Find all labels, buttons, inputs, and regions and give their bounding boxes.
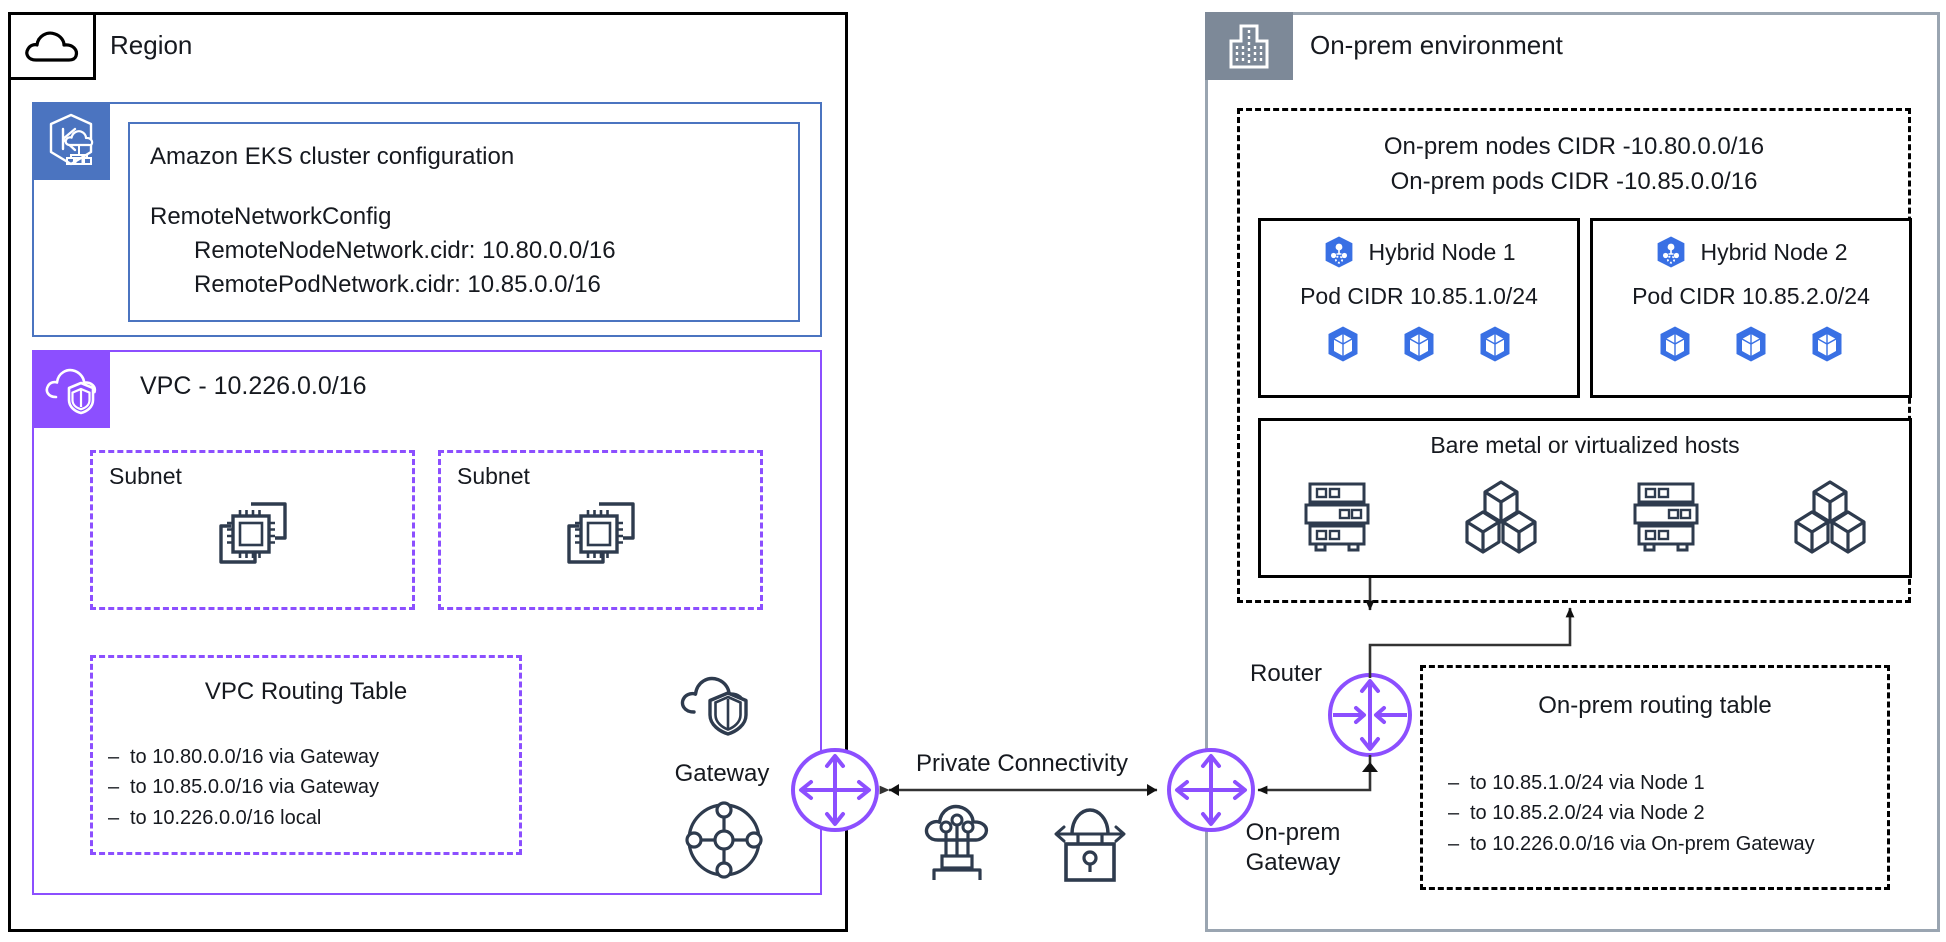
vpc-shield-icon	[32, 350, 110, 428]
hybrid-node-2-pods	[1593, 325, 1909, 363]
onprem-cidr-line-0: On-prem nodes CIDR -10.80.0.0/16	[1383, 133, 1765, 160]
onprem-route-row: –to 10.226.0.0/16 via On-prem Gateway	[1448, 832, 1815, 855]
eks-config-line-1: RemotePodNetwork.cidr: 10.85.0.0/16	[194, 271, 601, 299]
cloud-region-icon	[8, 12, 96, 80]
vpn-lock-icon-glyph	[1054, 808, 1126, 882]
ec2-instances-icon	[555, 492, 647, 574]
hybrid-node-2-name: Hybrid Node 2	[1700, 238, 1848, 265]
kubernetes-pod-icon	[1733, 325, 1769, 363]
vpc-routing-table-title: VPC Routing Table	[204, 678, 408, 705]
cubes-icon-glyph	[1465, 480, 1537, 554]
kubernetes-node-icon	[1654, 235, 1688, 269]
vpc-route-row: –to 10.85.0.0/16 via Gateway	[108, 776, 380, 799]
onprem-route-0: to 10.85.1.0/24 via Node 1	[1470, 772, 1705, 794]
cloud-shield-gateway-icon-glyph	[680, 676, 748, 736]
kubernetes-pod-icon	[1657, 325, 1693, 363]
kubernetes-pod-icon-glyph	[1404, 326, 1434, 362]
subnet-2-label: Subnet	[457, 463, 530, 489]
vpc-route-1: to 10.85.0.0/16 via Gateway	[130, 776, 380, 799]
server-rack-icon-glyph	[1633, 482, 1699, 552]
onprem-gateway-label: On-prem Gateway	[1218, 818, 1368, 878]
kubernetes-node-icon-glyph	[1326, 236, 1353, 268]
hybrid-node-2: Hybrid Node 2 Pod CIDR 10.85.2.0/24	[1590, 218, 1912, 398]
cloud-shield-gateway-icon	[678, 668, 770, 740]
onprem-routing-table-list: –to 10.85.1.0/24 via Node 1 –to 10.85.2.…	[1448, 768, 1908, 859]
eks-config-text: Amazon EKS cluster configuration RemoteN…	[150, 140, 790, 302]
onprem-route-row: –to 10.85.1.0/24 via Node 1	[1448, 772, 1705, 794]
direct-connect-icon	[920, 800, 1012, 888]
vpc-route-2: to 10.226.0.0/16 local	[130, 806, 322, 829]
transit-hub-icon-glyph	[685, 801, 763, 879]
vpc-route-0: to 10.80.0.0/16 via Gateway	[130, 746, 380, 768]
onprem-routing-table	[1420, 665, 1890, 890]
kubernetes-pod-icon-glyph	[1736, 326, 1766, 362]
vpc-routing-table-list: –to 10.80.0.0/16 via Gateway –to 10.85.0…	[108, 742, 528, 833]
onprem-route-row: –to 10.85.2.0/24 via Node 2	[1448, 802, 1705, 825]
building-icon	[1205, 12, 1293, 80]
bare-metal-hosts-container	[1258, 418, 1912, 578]
direct-connect-icon-glyph	[924, 804, 989, 880]
building-icon-glyph	[1229, 24, 1269, 69]
onprem-cidr-text: On-prem nodes CIDR -10.80.0.0/16 On-prem…	[1237, 130, 1911, 200]
kubernetes-pod-icon	[1401, 325, 1437, 363]
vpc-route-row: –to 10.226.0.0/16 local	[108, 806, 322, 829]
eks-config-key: RemoteNetworkConfig	[150, 203, 392, 231]
onprem-gateway-label-line1: On-prem	[1245, 819, 1341, 846]
ec2-instances-icon-glyph	[218, 502, 287, 564]
onprem-route-1: to 10.85.2.0/24 via Node 2	[1470, 802, 1705, 825]
subnet-1: Subnet	[90, 450, 415, 610]
onprem-gateway-label-line2: Gateway	[1245, 849, 1341, 876]
kubernetes-pod-icon-glyph	[1812, 326, 1842, 362]
cloud-region-icon-glyph	[25, 31, 79, 62]
hybrid-node-1-header: Hybrid Node 1	[1261, 235, 1577, 269]
kubernetes-pod-icon	[1325, 325, 1361, 363]
vpc-routing-table	[90, 655, 522, 855]
onprem-title: On-prem environment	[1310, 30, 1563, 60]
onprem-route-2: to 10.226.0.0/16 via On-prem Gateway	[1470, 832, 1815, 855]
transit-hub-icon	[684, 800, 764, 880]
router-label: Router	[1250, 660, 1323, 687]
vpc-title: VPC - 10.226.0.0/16	[140, 372, 367, 400]
onprem-routing-table-title: On-prem routing table	[1538, 692, 1772, 719]
kubernetes-pod-icon	[1477, 325, 1513, 363]
cubes-icon-glyph	[1794, 480, 1866, 554]
server-rack-icon	[1629, 478, 1703, 554]
hybrid-node-2-cidr: Pod CIDR 10.85.2.0/24	[1632, 283, 1870, 309]
vpn-lock-icon	[1048, 800, 1140, 888]
kubernetes-pod-icon-glyph	[1480, 326, 1510, 362]
vpc-route-row: –to 10.80.0.0/16 via Gateway	[108, 746, 380, 768]
kubernetes-pod-icon-glyph	[1328, 326, 1358, 362]
cubes-icon	[1790, 478, 1870, 554]
hybrid-node-1-cidr: Pod CIDR 10.85.1.0/24	[1300, 283, 1538, 309]
eks-config-inner-box	[128, 122, 800, 322]
hybrid-node-2-header: Hybrid Node 2	[1593, 235, 1909, 269]
amazon-eks-icon-glyph	[49, 113, 94, 166]
subnet-1-label: Subnet	[109, 463, 182, 489]
server-rack-icon-glyph	[1304, 482, 1370, 552]
kubernetes-pod-icon-glyph	[1660, 326, 1690, 362]
region-title: Region	[110, 30, 193, 60]
eks-config-line-0: RemoteNodeNetwork.cidr: 10.80.0.0/16	[194, 237, 616, 265]
eks-heading: Amazon EKS cluster configuration	[150, 143, 515, 170]
bare-metal-hosts-title: Bare metal or virtualized hosts	[1430, 432, 1740, 458]
kubernetes-node-icon	[1322, 235, 1356, 269]
hybrid-node-1: Hybrid Node 1 Pod CIDR 10.85.1.0/24	[1258, 218, 1580, 398]
gateway-label: Gateway	[674, 760, 770, 787]
kubernetes-node-icon-glyph	[1658, 236, 1685, 268]
ec2-instances-icon-glyph	[566, 502, 635, 564]
amazon-eks-icon	[32, 102, 110, 180]
cubes-icon	[1461, 478, 1541, 554]
vpc-shield-icon-glyph	[45, 368, 97, 415]
server-rack-icon	[1300, 478, 1374, 554]
hybrid-node-1-name: Hybrid Node 1	[1368, 238, 1516, 265]
double-arrow-icon	[879, 784, 1158, 796]
subnet-2: Subnet	[438, 450, 763, 610]
onprem-cidr-line-1: On-prem pods CIDR -10.85.0.0/16	[1390, 167, 1758, 195]
bare-metal-hosts-icons	[1300, 478, 1870, 554]
ec2-instances-icon	[207, 492, 299, 574]
kubernetes-pod-icon	[1809, 325, 1845, 363]
private-connectivity-label: Private Connectivity	[915, 750, 1129, 777]
hybrid-node-1-pods	[1261, 325, 1577, 363]
